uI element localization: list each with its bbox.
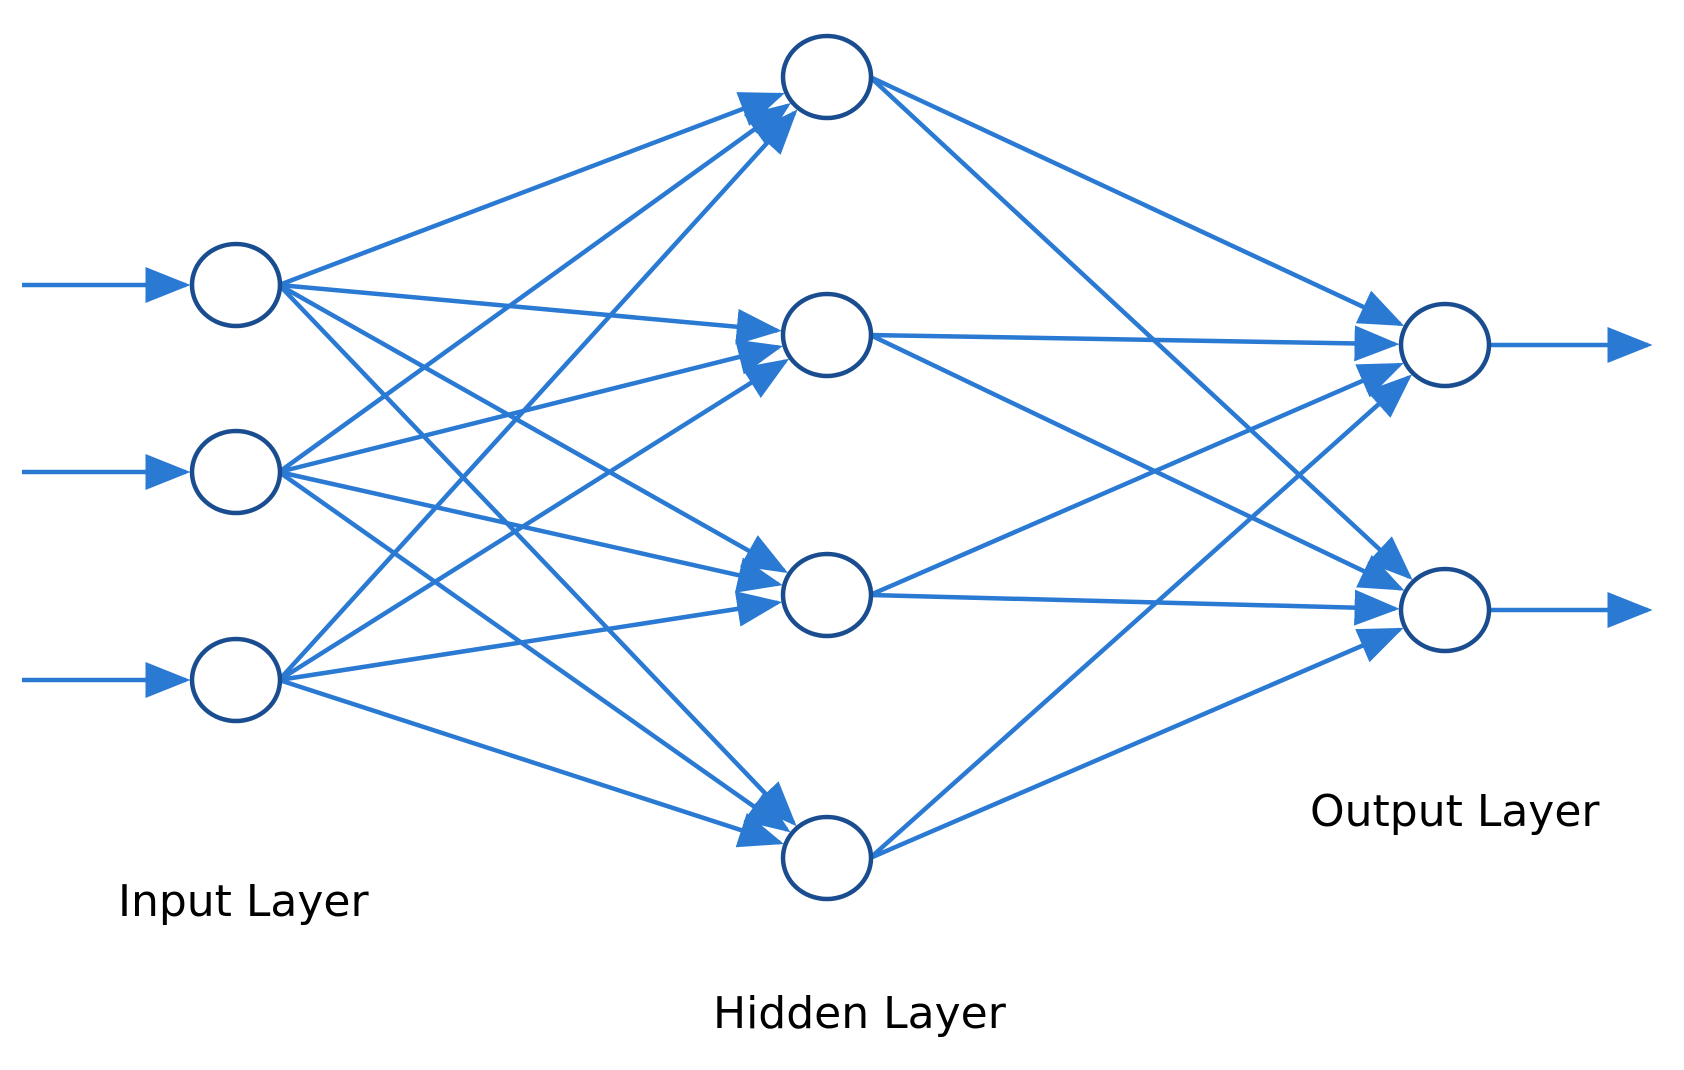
hidden-node-3	[780, 551, 874, 639]
edge-input-3-hidden-4	[278, 677, 784, 848]
edge-input-1-hidden-3	[278, 283, 789, 573]
edge-input-1-hidden-1	[278, 92, 785, 288]
edge-input-3-hidden-3	[278, 591, 783, 683]
hidden-node-4	[780, 814, 874, 902]
edge-hidden-1-output-2	[868, 75, 1413, 580]
edge-input-1-hidden-4	[277, 283, 797, 827]
edge-hidden-4-output-1	[868, 374, 1413, 860]
edge-hidden-2-output-1	[870, 325, 1400, 362]
edge-input-3-hidden-1	[277, 109, 798, 682]
input-node-3	[189, 636, 283, 724]
input-node-2	[189, 428, 283, 516]
input-node-1	[189, 241, 283, 329]
hidden-layer-label: Hidden Layer	[713, 988, 1006, 1039]
edge-hidden-4-output-2	[869, 627, 1404, 861]
edge-hidden-2-output-2	[869, 332, 1405, 591]
hidden-node-1	[780, 33, 874, 121]
edge-hidden-3-output-2	[870, 589, 1400, 626]
input-layer-label: Input Layer	[118, 876, 369, 927]
output-node-2	[1398, 566, 1492, 654]
edge-input-2-hidden-4	[277, 470, 791, 833]
edge-input-1-hidden-2	[278, 282, 782, 345]
edge-input-2-hidden-2	[278, 339, 784, 475]
output-layer-label: Output Layer	[1310, 786, 1600, 837]
hidden-node-2	[780, 291, 874, 379]
output-node-1	[1398, 301, 1492, 389]
edge-input-2-hidden-1	[277, 103, 791, 474]
edge-input-2-hidden-3	[278, 469, 783, 593]
nodes-group	[189, 33, 1492, 902]
edge-hidden-1-output-1	[869, 74, 1405, 327]
edge-input-3-hidden-2	[277, 358, 790, 682]
edge-hidden-3-output-1	[869, 362, 1404, 598]
edges-group	[22, 74, 1653, 861]
